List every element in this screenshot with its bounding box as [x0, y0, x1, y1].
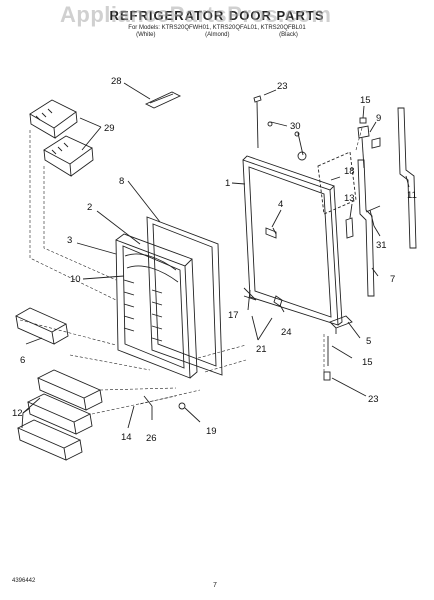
variant-white: (White) — [136, 32, 156, 38]
callout-23-bottom: 23 — [368, 394, 379, 405]
callout-12: 12 — [12, 408, 23, 419]
callout-26: 26 — [146, 433, 157, 444]
callout-19: 19 — [206, 426, 217, 437]
callout-7: 7 — [390, 274, 395, 285]
page-header: REFRIGERATOR DOOR PARTS For Models: KTRS… — [0, 8, 434, 38]
callouts: 28 29 8 2 3 10 6 12 14 26 19 1 23 30 4 1… — [12, 76, 417, 444]
callout-13: 13 — [344, 193, 355, 204]
page-title: REFRIGERATOR DOOR PARTS — [109, 8, 325, 23]
callout-24: 24 — [281, 327, 292, 338]
variant-black: (Black) — [279, 32, 298, 38]
callout-23-top: 23 — [277, 81, 288, 92]
callout-31: 31 — [376, 240, 387, 251]
callout-21: 21 — [256, 344, 267, 355]
callout-3: 3 — [67, 235, 72, 246]
part-1-outer-door — [231, 155, 343, 326]
part-29-shelves — [29, 99, 102, 177]
callout-15-bottom: 15 — [362, 357, 373, 368]
part-4-label — [265, 209, 282, 239]
callout-2: 2 — [87, 202, 92, 213]
part-28-trim — [123, 82, 182, 109]
part-15-9-hinge-top — [357, 105, 381, 169]
color-variants: (White) (Almond) (Black) — [0, 32, 434, 38]
callout-15-top: 15 — [360, 95, 371, 106]
part-12-bins — [16, 369, 103, 461]
callout-30: 30 — [290, 121, 301, 132]
part-11-trim-strip — [397, 107, 417, 249]
part-8-gasket — [127, 180, 223, 376]
part-17-21-24 — [243, 287, 285, 341]
part-6-bin — [15, 307, 69, 345]
callout-10: 10 — [70, 274, 81, 285]
callout-14: 14 — [121, 432, 132, 443]
part-7-handle — [357, 159, 379, 297]
part-23-30-screws — [253, 89, 307, 161]
variant-almond: (Almond) — [205, 32, 230, 38]
part-15-23-bottom — [323, 336, 367, 397]
document-code: 4396442 — [12, 578, 36, 584]
model-numbers: For Models: KTRS20QFWH01, KTRS20QFAL01, … — [128, 25, 306, 31]
callout-29: 29 — [104, 123, 115, 134]
callout-11: 11 — [407, 190, 417, 201]
left-guide-lines — [19, 130, 117, 346]
part-13-31 — [345, 203, 381, 239]
part-14-26-19 — [127, 395, 201, 429]
callout-1: 1 — [225, 178, 230, 189]
part-5-hinge-bottom — [329, 315, 361, 339]
part-10-shelf-supports — [82, 275, 163, 342]
callout-5: 5 — [366, 336, 371, 347]
part-2-inner-liner — [76, 210, 198, 379]
callout-17: 17 — [228, 310, 239, 321]
hinge-guide-lines — [323, 127, 363, 372]
bin-guide-lines — [69, 344, 247, 415]
callout-28: 28 — [111, 76, 122, 87]
callout-4: 4 — [278, 199, 283, 210]
callout-6: 6 — [20, 355, 25, 366]
callout-8: 8 — [119, 176, 124, 187]
part-18-hinge — [317, 151, 357, 215]
callout-18: 18 — [344, 166, 355, 177]
page-number: 7 — [213, 582, 217, 589]
callout-9: 9 — [376, 113, 381, 124]
